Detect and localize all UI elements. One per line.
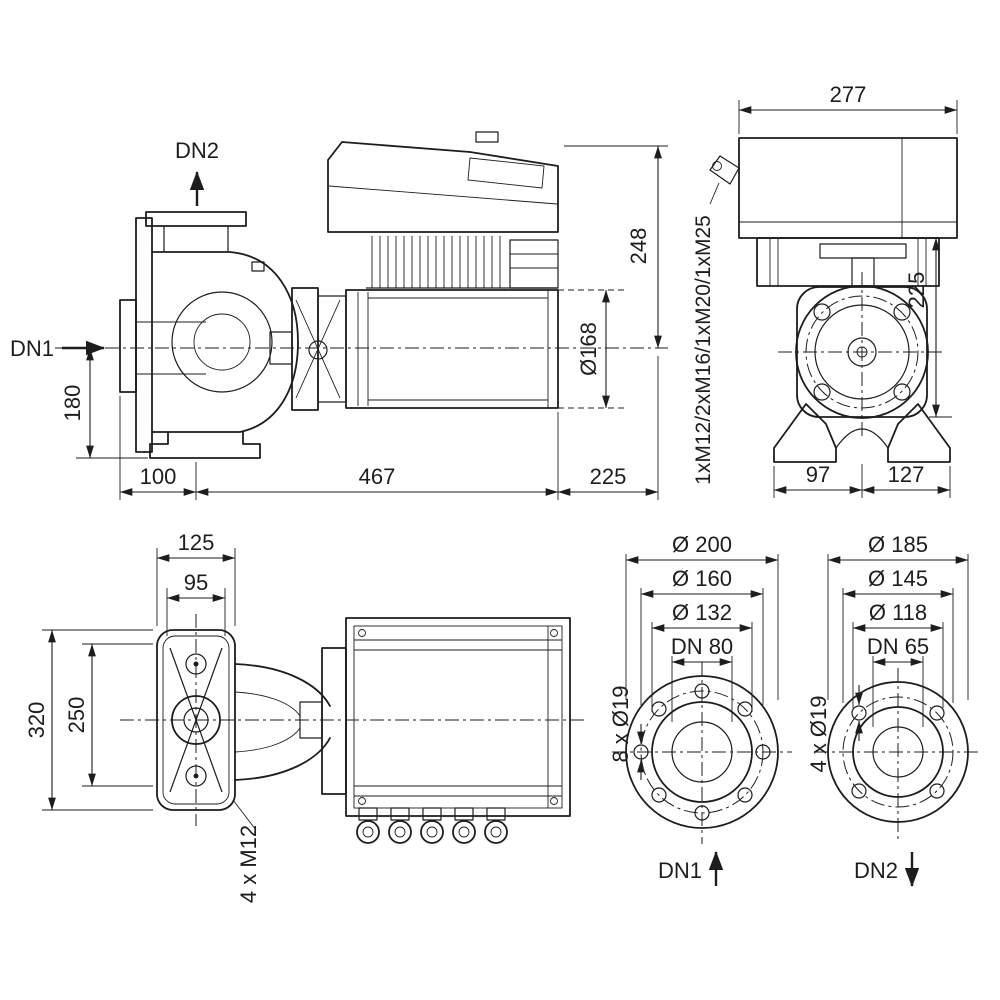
motor-side — [345, 289, 559, 409]
dim-label-d160: Ø 160 — [672, 566, 732, 591]
cable-gland — [709, 155, 740, 185]
bolt-hole-dim-dn1: 8 x Ø19 — [608, 685, 645, 780]
motor-front — [778, 272, 946, 438]
dim-label-dn65: DN 65 — [867, 634, 929, 659]
pump-casing-side — [119, 211, 299, 459]
dim-97-127: 97 127 — [773, 462, 951, 498]
flange-plate-plan — [156, 629, 236, 811]
dims-flange-dn2: Ø 185 Ø 145 Ø 118 DN 65 — [827, 532, 969, 727]
dim-180: 180 — [60, 347, 148, 459]
port-dn2: DN2 — [854, 852, 920, 887]
port-label-dn1: DN1 — [658, 858, 702, 883]
cable-glands-plan — [356, 807, 508, 844]
dim-320: 320 — [24, 629, 153, 811]
dim-label-100: 100 — [140, 464, 177, 489]
bolt-hole-dim-dn2: 4 x Ø19 — [806, 685, 863, 773]
dim-label-d185: Ø 185 — [868, 532, 928, 557]
flange-view-dn1: Ø 200 Ø 160 Ø 132 DN 80 8 x Ø19 DN1 — [608, 532, 792, 886]
port-label-dn2: DN2 — [854, 858, 898, 883]
dim-label-d168: Ø168 — [576, 322, 601, 376]
bolt-annotation: 4 x M12 — [232, 799, 261, 903]
module-plan — [345, 617, 571, 817]
dn2-flow: DN2 — [175, 138, 219, 206]
dim-chain-bottom: 100 467 225 — [119, 356, 659, 500]
dn1-port-label: DN1 — [10, 336, 54, 361]
cable-gland-annotation: 1xM12/2xM16/1xM20/1xM25 — [692, 182, 720, 485]
dim-label-127: 127 — [888, 462, 925, 487]
dim-label-125: 125 — [178, 530, 215, 555]
bolt-label-4xм12: 4 x M12 — [236, 825, 261, 903]
dn2-port-label: DN2 — [175, 138, 219, 163]
dim-label-dn80: DN 80 — [671, 634, 733, 659]
volute-plan — [234, 647, 347, 795]
dim-225-front: 225 — [904, 237, 952, 418]
dim-label-95: 95 — [184, 570, 208, 595]
dim-label-467: 467 — [359, 464, 396, 489]
dim-277: 277 — [738, 82, 958, 134]
bolt-holes-label-dn2: 4 x Ø19 — [806, 695, 831, 772]
cooling-fins — [366, 236, 559, 289]
dn1-flow: DN1 — [10, 336, 105, 361]
dim-label-d132: Ø 132 — [672, 600, 732, 625]
dim-label-277: 277 — [830, 82, 867, 107]
dim-95: 95 — [166, 570, 226, 636]
dim-label-250: 250 — [64, 697, 89, 734]
electronics-module-front — [709, 137, 958, 239]
dim-label-320: 320 — [24, 702, 49, 739]
dim-label-225-side: 225 — [590, 464, 627, 489]
bolt-holes-dn2 — [851, 705, 945, 799]
lantern-bracket — [269, 287, 347, 411]
pump-feet-front — [773, 403, 951, 463]
dim-label-180: 180 — [60, 385, 85, 422]
flange-view-dn2: Ø 185 Ø 145 Ø 118 DN 65 4 x Ø19 DN2 — [806, 532, 982, 887]
bolt-holes-label-dn1: 8 x Ø19 — [608, 685, 633, 762]
dim-motor-diameter: Ø168 — [558, 289, 624, 409]
side-view: DN2 DN1 180 248 Ø168 — [10, 131, 668, 500]
front-view: 277 225 97 127 1xM12/2xM16/1xM20/1xM25 — [692, 82, 958, 498]
dim-250: 250 — [64, 643, 153, 787]
port-dn1: DN1 — [658, 851, 724, 886]
dim-248: 248 — [564, 145, 668, 349]
dims-flange-dn1: Ø 200 Ø 160 Ø 132 DN 80 — [625, 532, 779, 722]
dim-label-d200: Ø 200 — [672, 532, 732, 557]
dim-label-97: 97 — [806, 462, 830, 487]
dim-label-d118: Ø 118 — [869, 600, 927, 625]
dim-125: 125 — [156, 530, 236, 626]
cable-glands-label: 1xM12/2xM16/1xM20/1xM25 — [692, 215, 715, 485]
electronics-module-side — [327, 131, 559, 233]
dim-label-d145: Ø 145 — [868, 566, 928, 591]
plan-view: 125 95 320 250 4 x M12 — [24, 530, 585, 903]
dim-label-225-front: 225 — [904, 272, 929, 309]
dim-label-248: 248 — [626, 228, 651, 265]
